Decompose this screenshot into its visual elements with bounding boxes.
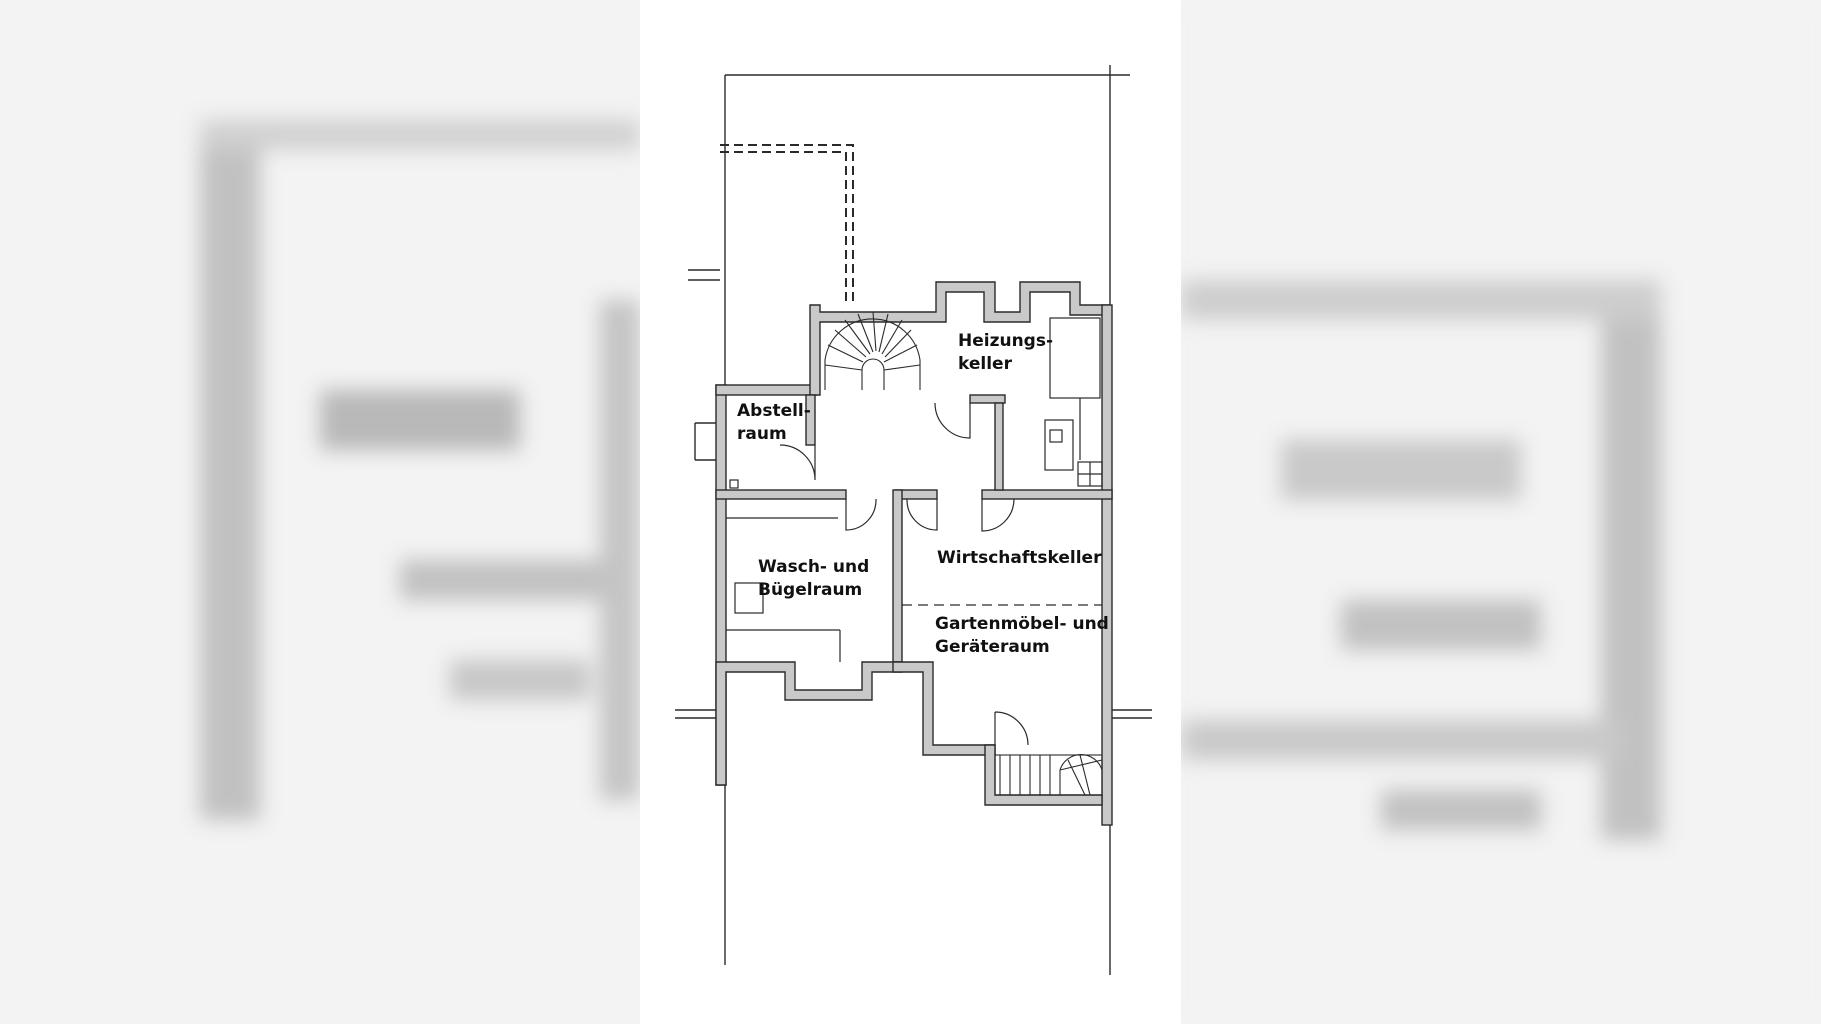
doors xyxy=(779,402,1029,746)
room-label-heizungskeller: Heizungs- keller xyxy=(958,331,1054,374)
room-label-abstellraum: Abstell- raum xyxy=(737,401,811,444)
spiral-staircase-top xyxy=(824,311,921,390)
floor-plan: Heizungs- keller Abstell- raum Wasch- un… xyxy=(640,0,1181,1024)
terrace-outline-dashed xyxy=(720,144,854,305)
room-label-gartenmoebel-geraeteraum: Gartenmöbel- und Geräteraum xyxy=(935,614,1109,657)
room-label-wasch-buegelraum: Wasch- und Bügelraum xyxy=(758,557,870,600)
staircase-bottom xyxy=(994,754,1103,796)
blurred-backdrop-right xyxy=(1181,0,1821,1024)
terrace-outline-dashed-inner xyxy=(720,151,847,305)
floor-plan-drawing xyxy=(675,65,1152,975)
fixtures xyxy=(726,317,1103,662)
blurred-backdrop-left xyxy=(0,0,640,1024)
room-label-wirtschaftskeller: Wirtschaftskeller xyxy=(937,548,1102,568)
walls xyxy=(715,281,1113,826)
